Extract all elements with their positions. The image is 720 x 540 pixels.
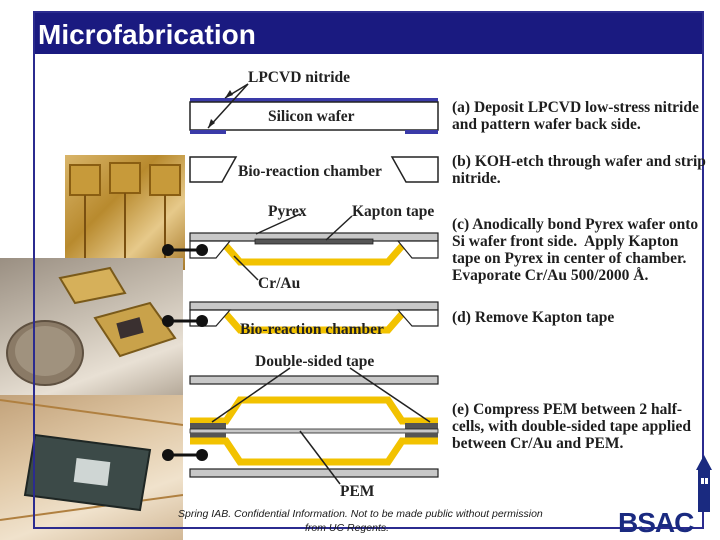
photo-connectors [162, 244, 208, 461]
step-d-stack [189, 301, 439, 334]
step-a-wafer [189, 83, 439, 134]
step-d-text: (d) Remove Kapton tape [452, 309, 615, 326]
photo-coin-chips [0, 258, 183, 395]
footer-confidential: Spring IAB. Confidential Information. No… [178, 508, 543, 520]
label-double-sided-tape: Double-sided tape [255, 353, 375, 370]
label-bio-reaction-chamber-1: Bio-reaction chamber [238, 163, 382, 180]
label-pem: PEM [340, 483, 375, 500]
label-kapton-tape: Kapton tape [352, 203, 435, 220]
chip-array-drawing [69, 162, 181, 265]
slide-frame [33, 11, 704, 529]
step-c-stack [189, 213, 439, 281]
photo-assembled-cell [0, 395, 183, 540]
footer-regents: from UC Regents. [305, 522, 390, 534]
step-b-text: (b) KOH-etch through wafer and strip nit… [452, 153, 706, 187]
assembled-cell-drawing [0, 399, 183, 521]
step-c-text: (c) Anodically bond Pyrex wafer onto Si … [452, 216, 699, 284]
title-bar [35, 13, 702, 54]
label-lpcvd-nitride: LPCVD nitride [248, 69, 351, 86]
label-silicon-wafer: Silicon wafer [268, 108, 355, 125]
label-pyrex: Pyrex [268, 203, 307, 220]
slide-title: Microfabrication [38, 19, 256, 50]
step-e-stack [189, 367, 439, 485]
label-bio-reaction-chamber-2: Bio-reaction chamber [240, 321, 384, 338]
photo-chip-array [65, 155, 185, 270]
bsac-logo: BSAC [618, 507, 694, 538]
step-b-wafer [189, 156, 439, 183]
label-cr-au: Cr/Au [258, 275, 301, 292]
coin-chips-drawing [6, 266, 177, 386]
step-a-text: (a) Deposit LPCVD low-stress nitride and… [452, 99, 699, 133]
step-e-text: (e) Compress PEM between 2 half- cells, … [452, 401, 691, 452]
